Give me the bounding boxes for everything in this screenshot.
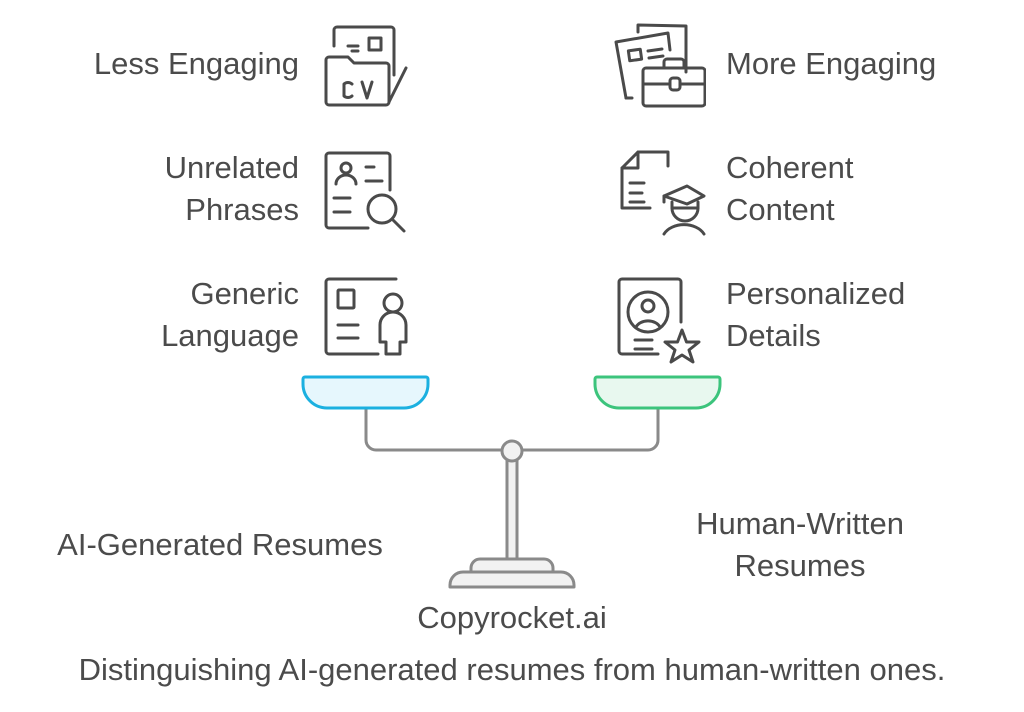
scale-pillar [505, 458, 519, 562]
resume-search-icon [318, 146, 418, 238]
documents-briefcase-icon [606, 20, 706, 112]
profile-document-icon [318, 272, 418, 364]
brand-label: Copyrocket.ai [417, 600, 607, 635]
label-unrelated-phrases-line1: Unrelated [164, 150, 299, 185]
label-unrelated-phrases-line2: Phrases [185, 192, 299, 227]
left-pan [301, 375, 430, 410]
label-personalized-details-line2: Details [726, 318, 821, 353]
label-personalized-details-line1: Personalized [726, 276, 906, 311]
label-generic-language-line1: Generic [190, 276, 299, 311]
profile-star-icon [606, 272, 706, 364]
label-coherent-content-line2: Content [726, 192, 835, 227]
label-more-engaging: More Engaging [726, 46, 937, 81]
document-graduate-icon [606, 146, 706, 238]
left-group-title: AI-Generated Resumes [57, 527, 383, 562]
label-less-engaging: Less Engaging [93, 46, 299, 81]
label-generic-language-line2: Language [161, 318, 299, 353]
label-coherent-content-line1: Coherent [726, 150, 854, 185]
caption: Distinguishing AI-generated resumes from… [78, 652, 946, 687]
left-pan-hanger [364, 408, 502, 452]
cv-folder-icon [318, 20, 418, 112]
right-pan-hanger [522, 408, 660, 452]
scale-pivot [500, 439, 524, 463]
scale-base-bottom [448, 570, 576, 589]
scale-base-top [469, 557, 555, 572]
right-group-title-line2: Resumes [734, 548, 866, 583]
right-pan [593, 375, 722, 410]
right-group-title-line1: Human-Written [696, 506, 904, 541]
